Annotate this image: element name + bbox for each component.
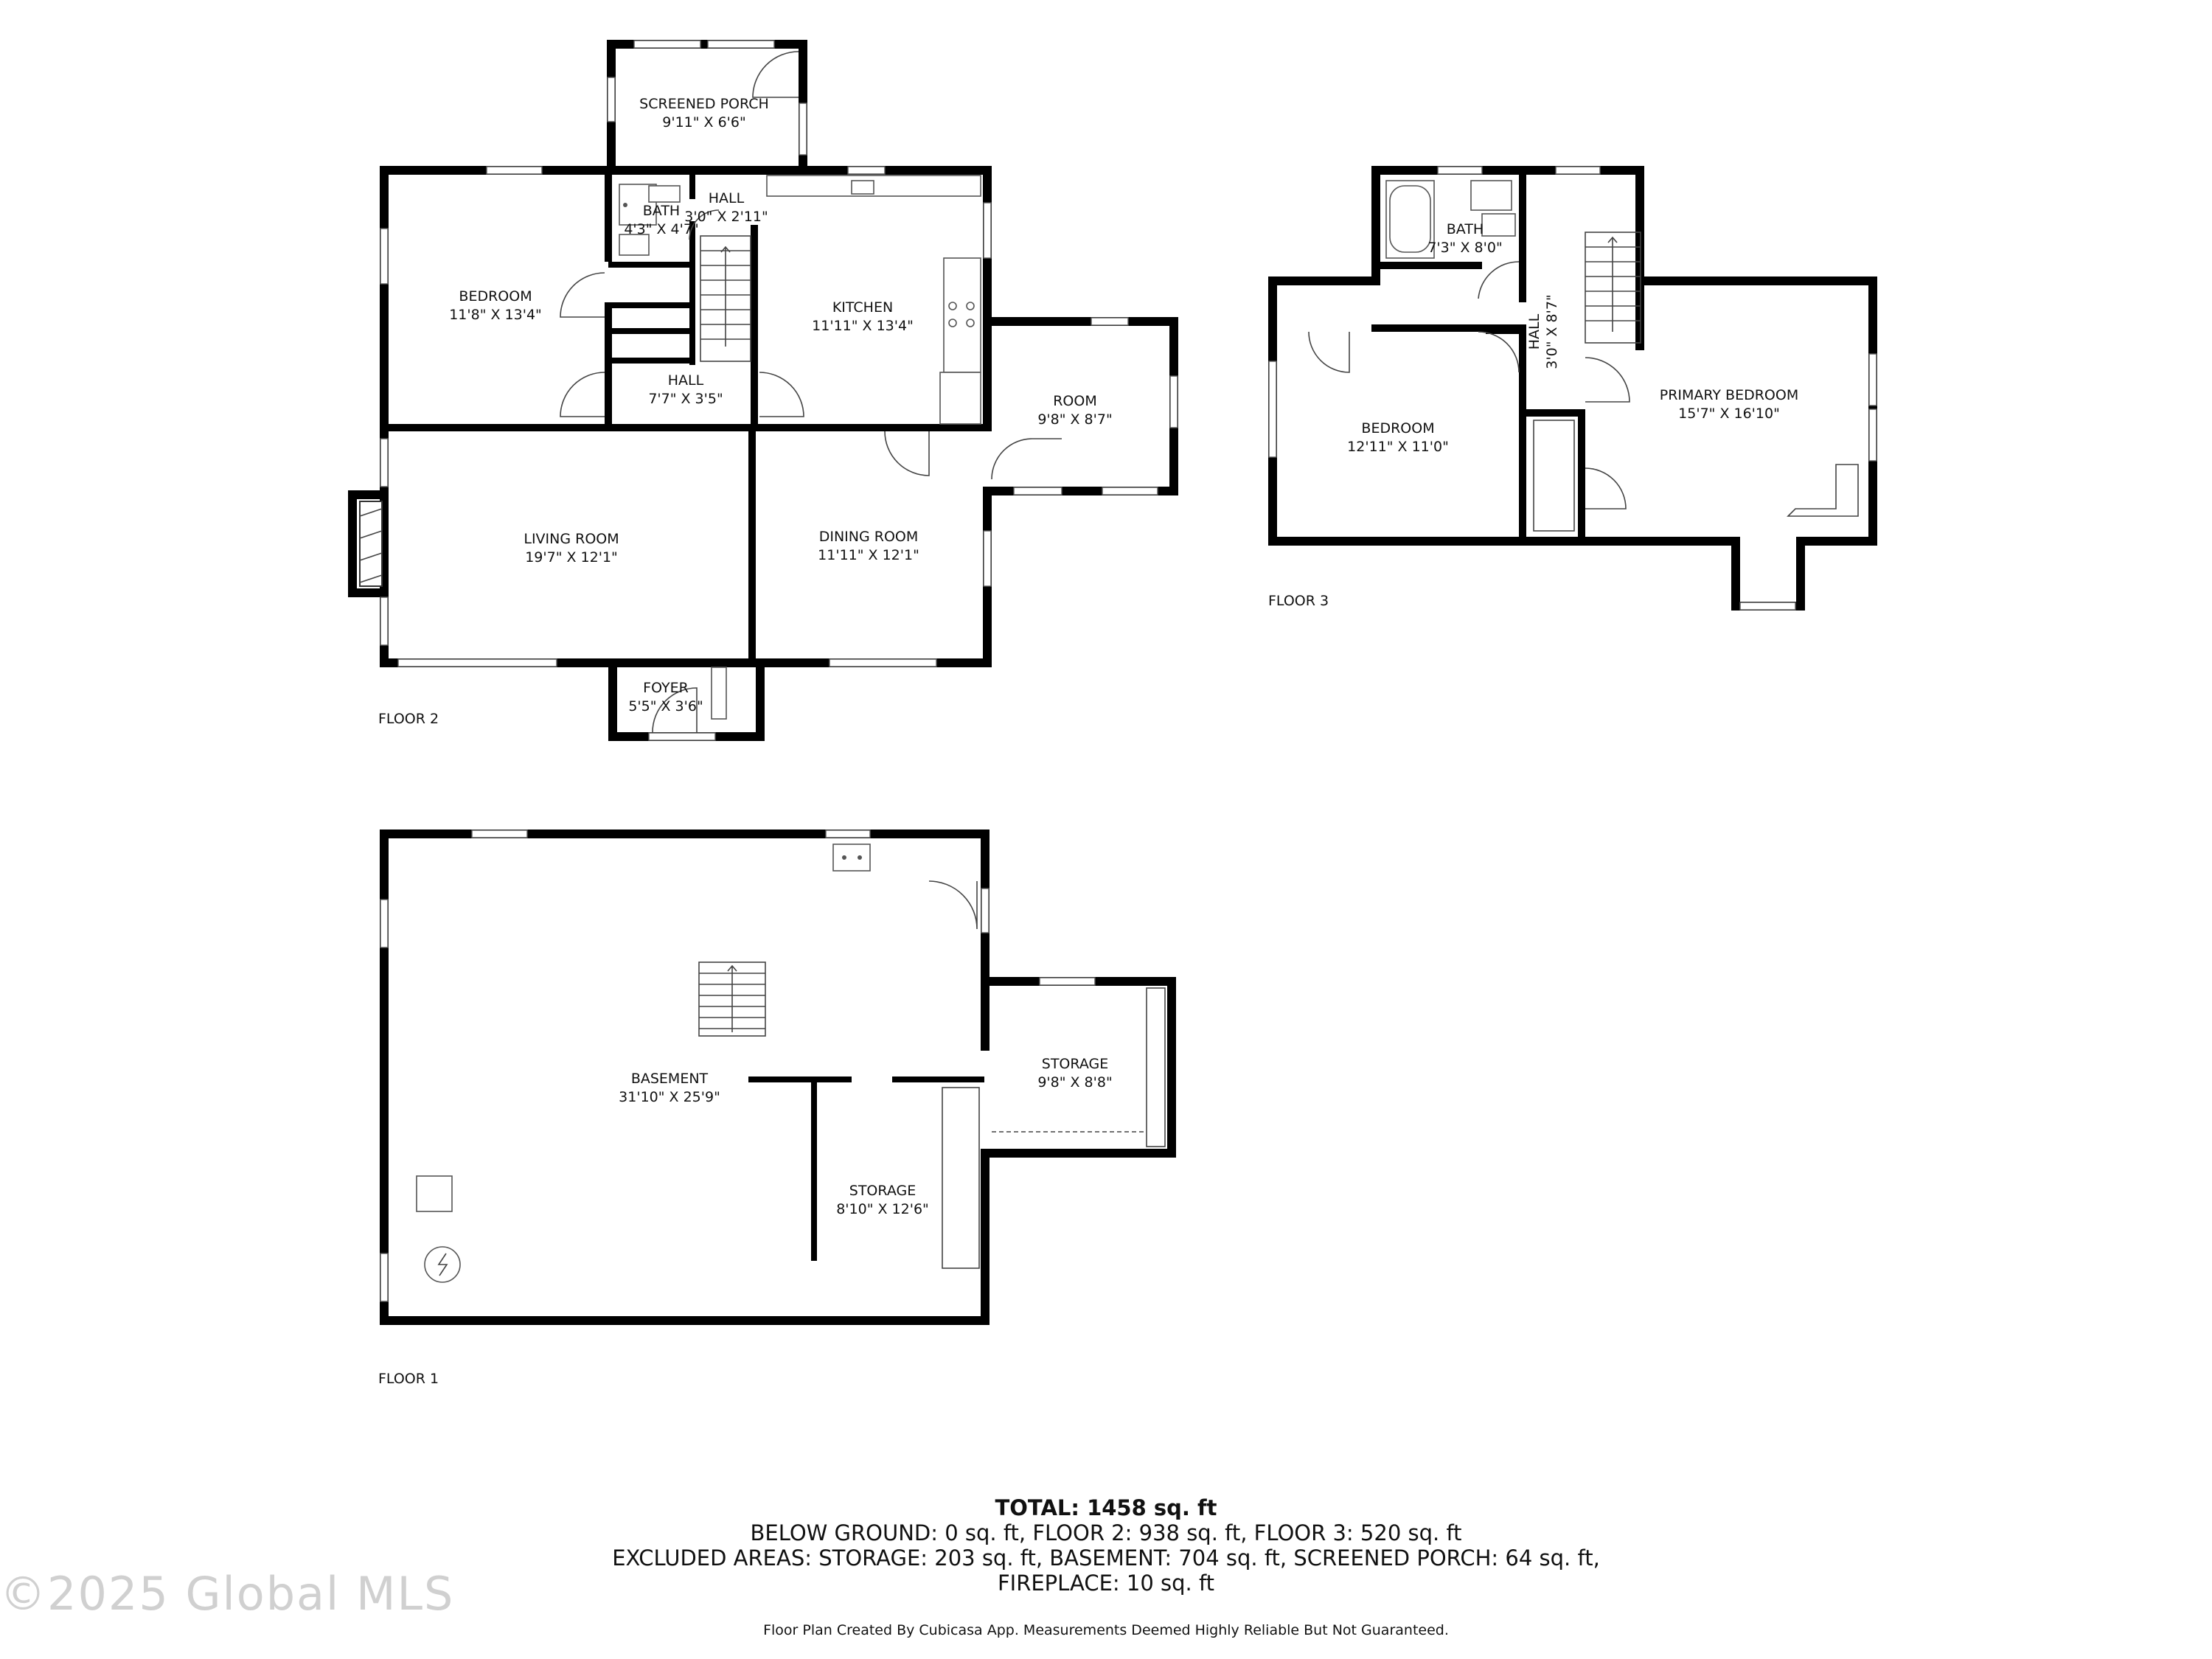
- floor-2-plan: [348, 40, 1178, 741]
- screened-porch-name: SCREENED PORCH: [639, 96, 769, 112]
- living-room-dims: 19'7" X 12'1": [525, 549, 618, 566]
- bedroom-name: BEDROOM: [459, 288, 532, 305]
- floor-2-label: FLOOR 2: [378, 711, 439, 727]
- dining-room-name: DINING ROOM: [819, 529, 919, 545]
- primary-bedroom-dims: 15'7" X 16'10": [1678, 406, 1780, 422]
- annex-room-name: ROOM: [1053, 393, 1097, 409]
- copyright-watermark: ©2025 Global MLS: [0, 1567, 455, 1621]
- floor-3-plan: [1268, 166, 1877, 611]
- f3-hall-dims: 3'0" X 8'7": [1544, 294, 1560, 369]
- storage-right-dims: 9'8" X 8'8": [1037, 1074, 1112, 1091]
- annex-room-walls: [983, 317, 1178, 495]
- area-breakdown-line-1: BELOW GROUND: 0 sq. ft, FLOOR 2: 938 sq.…: [750, 1520, 1462, 1545]
- floor-2-interior-walls: [380, 166, 992, 667]
- floor-2-stairs: [700, 235, 751, 362]
- f3-bath-dims: 7'3" X 8'0": [1427, 240, 1502, 256]
- floor-3-label: FLOOR 3: [1268, 593, 1329, 609]
- kitchen-dims: 11'11" X 13'4": [812, 318, 914, 334]
- living-room-name: LIVING ROOM: [524, 531, 619, 547]
- f3-bedroom-name: BEDROOM: [1361, 420, 1434, 437]
- primary-bedroom-name: PRIMARY BEDROOM: [1660, 387, 1798, 403]
- floor-1-label: FLOOR 1: [378, 1371, 439, 1387]
- storage-mid-name: STORAGE: [849, 1183, 916, 1199]
- kitchen-name: KITCHEN: [832, 299, 893, 316]
- floor-2-outer-walls: [348, 166, 992, 667]
- hall-small-dims: 3'0" X 2'11": [684, 209, 768, 225]
- floor-2-labels: SCREENED PORCH 9'11" X 6'6" BATH 4'3" X …: [378, 96, 1113, 727]
- floor-1-labels: BASEMENT 31'10" X 25'9" STORAGE 9'8" X 8…: [378, 1056, 1113, 1387]
- annex-room-dims: 9'8" X 8'7": [1037, 411, 1112, 428]
- hall-small-name: HALL: [709, 190, 745, 206]
- area-breakdown-line-2: EXCLUDED AREAS: STORAGE: 203 sq. ft, BAS…: [612, 1545, 1600, 1571]
- screened-porch-dims: 9'11" X 6'6": [662, 114, 745, 131]
- floor-3-labels: BATH 7'3" X 8'0" BEDROOM 12'11" X 11'0" …: [1268, 221, 1798, 609]
- f3-bath-name: BATH: [1447, 221, 1484, 237]
- bedroom-dims: 11'8" X 13'4": [449, 307, 542, 323]
- foyer-dims: 5'5" X 3'6": [628, 698, 703, 714]
- total-area: TOTAL: 1458 sq. ft: [995, 1495, 1217, 1520]
- bath-dims: 4'3" X 4'7": [624, 221, 698, 237]
- hall-dims: 7'7" X 3'5": [648, 391, 723, 407]
- hall-name: HALL: [668, 372, 704, 389]
- screened-porch-walls: [607, 40, 807, 173]
- storage-right-name: STORAGE: [1042, 1056, 1108, 1072]
- storage-mid-dims: 8'10" X 12'6": [836, 1201, 929, 1217]
- basement-name: BASEMENT: [631, 1071, 709, 1087]
- dining-room-dims: 11'11" X 12'1": [818, 547, 919, 563]
- bath-name: BATH: [643, 203, 680, 219]
- foyer-name: FOYER: [643, 680, 689, 696]
- credit-note: Floor Plan Created By Cubicasa App. Meas…: [763, 1622, 1449, 1638]
- f3-bedroom-dims: 12'11" X 11'0": [1347, 439, 1449, 455]
- basement-dims: 31'10" X 25'9": [619, 1089, 720, 1105]
- floor-1-plan: [380, 830, 1176, 1325]
- area-breakdown-line-3: FIREPLACE: 10 sq. ft: [997, 1571, 1215, 1596]
- foyer-walls: [608, 658, 765, 741]
- f3-hall-name: HALL: [1526, 313, 1543, 349]
